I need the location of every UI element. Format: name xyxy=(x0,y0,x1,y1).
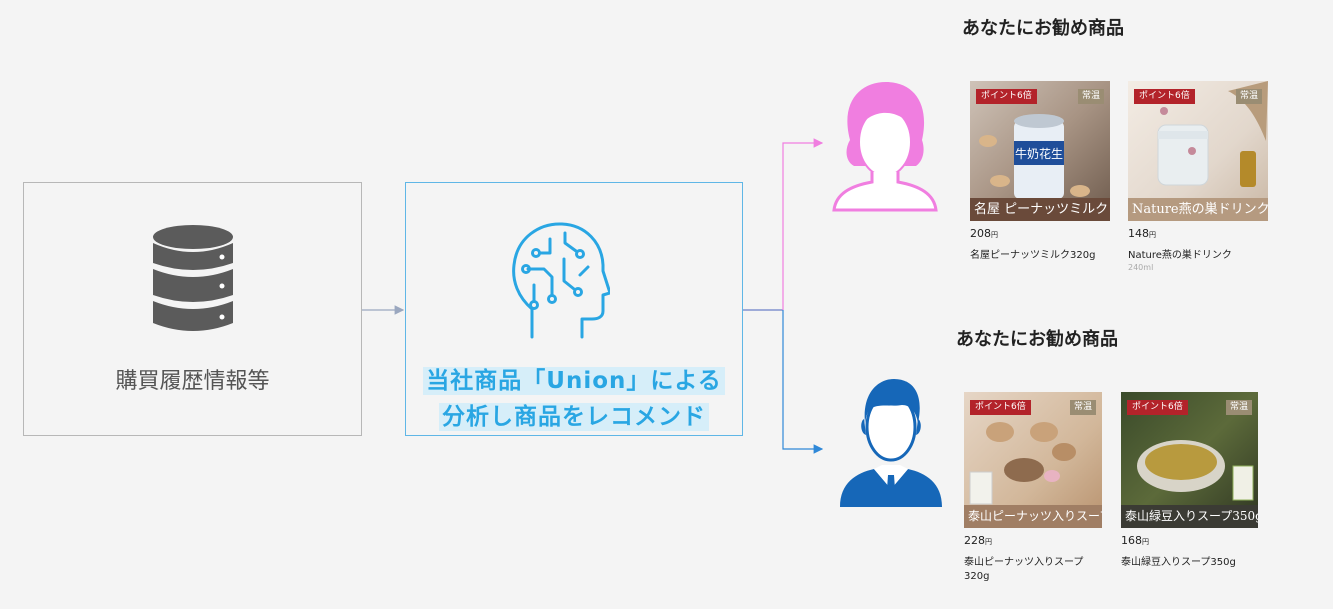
product-price: 148円 xyxy=(1128,227,1156,240)
product-name[interactable]: 泰山ピーナッツ入りスープ xyxy=(964,557,1084,568)
point-badge: ポイント6倍 xyxy=(976,89,1037,104)
point-badge: ポイント6倍 xyxy=(1134,89,1195,104)
mung-bean-soup-icon xyxy=(1137,440,1254,501)
storage-tag: 常温 xyxy=(1235,89,1262,104)
product-price: 208円 xyxy=(970,227,998,240)
product-size: 240ml xyxy=(1128,263,1154,272)
product-card[interactable]: ポイント6倍 常温 泰山ピーナッツ入りスープ 228円 泰山ピーナッツ入りスープ… xyxy=(964,392,1102,584)
arrow-to-female xyxy=(782,138,824,310)
recommend-engine-box: 当社商品「Union」による 分析し商品をレコメンド xyxy=(405,182,743,436)
product-card[interactable]: ポイント6倍 常温 泰山緑豆入りスープ350g 168円 泰山緑豆入りスープ35… xyxy=(1121,392,1258,570)
purchase-history-label: 購買履歴情報等 xyxy=(115,369,270,394)
arrow-to-male xyxy=(782,310,824,454)
peanut-soup-icon xyxy=(969,422,1076,505)
male-user-icon xyxy=(840,379,942,507)
product-price: 168円 xyxy=(1121,534,1149,547)
recommendation-title-2: あなたにお勧め商品 xyxy=(956,329,1118,350)
point-badge: ポイント6倍 xyxy=(970,400,1031,415)
product-banner: Nature燕の巣ドリンク xyxy=(1128,198,1268,221)
product-name[interactable]: 名屋ピーナッツミルク320g xyxy=(970,250,1096,261)
engine-title-line2: 分析し商品をレコメンド xyxy=(406,397,742,431)
database-icon xyxy=(153,225,233,331)
product-image[interactable]: ポイント6倍 常温 泰山ピーナッツ入りスープ xyxy=(964,392,1102,528)
product-name[interactable]: Nature燕の巣ドリンク xyxy=(1128,250,1232,261)
product-banner: 名屋 ピーナッツミルク xyxy=(970,198,1110,221)
storage-tag: 常温 xyxy=(1077,89,1104,104)
product-card[interactable]: 牛奶花生 ポイント6倍 常温 名屋 ピーナッツミルク 208円 名屋ピーナッツミ… xyxy=(970,81,1110,263)
point-badge: ポイント6倍 xyxy=(1127,400,1188,415)
product-name[interactable]: 泰山緑豆入りスープ350g xyxy=(1121,557,1236,568)
product-image[interactable]: 牛奶花生 ポイント6倍 常温 名屋 ピーナッツミルク xyxy=(970,81,1110,221)
product-banner: 泰山緑豆入りスープ350g xyxy=(1121,505,1258,528)
female-user-icon xyxy=(832,82,938,212)
product-price: 228円 xyxy=(964,534,992,547)
product-size: 320g xyxy=(964,571,990,582)
recommendation-title-1: あなたにお勧め商品 xyxy=(962,18,1124,39)
storage-tag: 常温 xyxy=(1069,400,1096,415)
product-banner: 泰山ピーナッツ入りスープ xyxy=(964,505,1102,528)
purchase-history-box: 購買履歴情報等 xyxy=(23,182,362,436)
peanut-milk-can-icon: 牛奶花生 xyxy=(979,114,1090,199)
storage-tag: 常温 xyxy=(1225,400,1252,415)
product-card[interactable]: ポイント6倍 常温 Nature燕の巣ドリンク 148円 Nature燕の巣ドリ… xyxy=(1128,81,1268,272)
ai-brain-icon xyxy=(512,222,610,339)
engine-title-line1: 当社商品「Union」による xyxy=(406,361,742,395)
svg-text:牛奶花生: 牛奶花生 xyxy=(1015,146,1063,161)
product-image[interactable]: ポイント6倍 常温 Nature燕の巣ドリンク xyxy=(1128,81,1268,221)
product-image[interactable]: ポイント6倍 常温 泰山緑豆入りスープ350g xyxy=(1121,392,1258,528)
